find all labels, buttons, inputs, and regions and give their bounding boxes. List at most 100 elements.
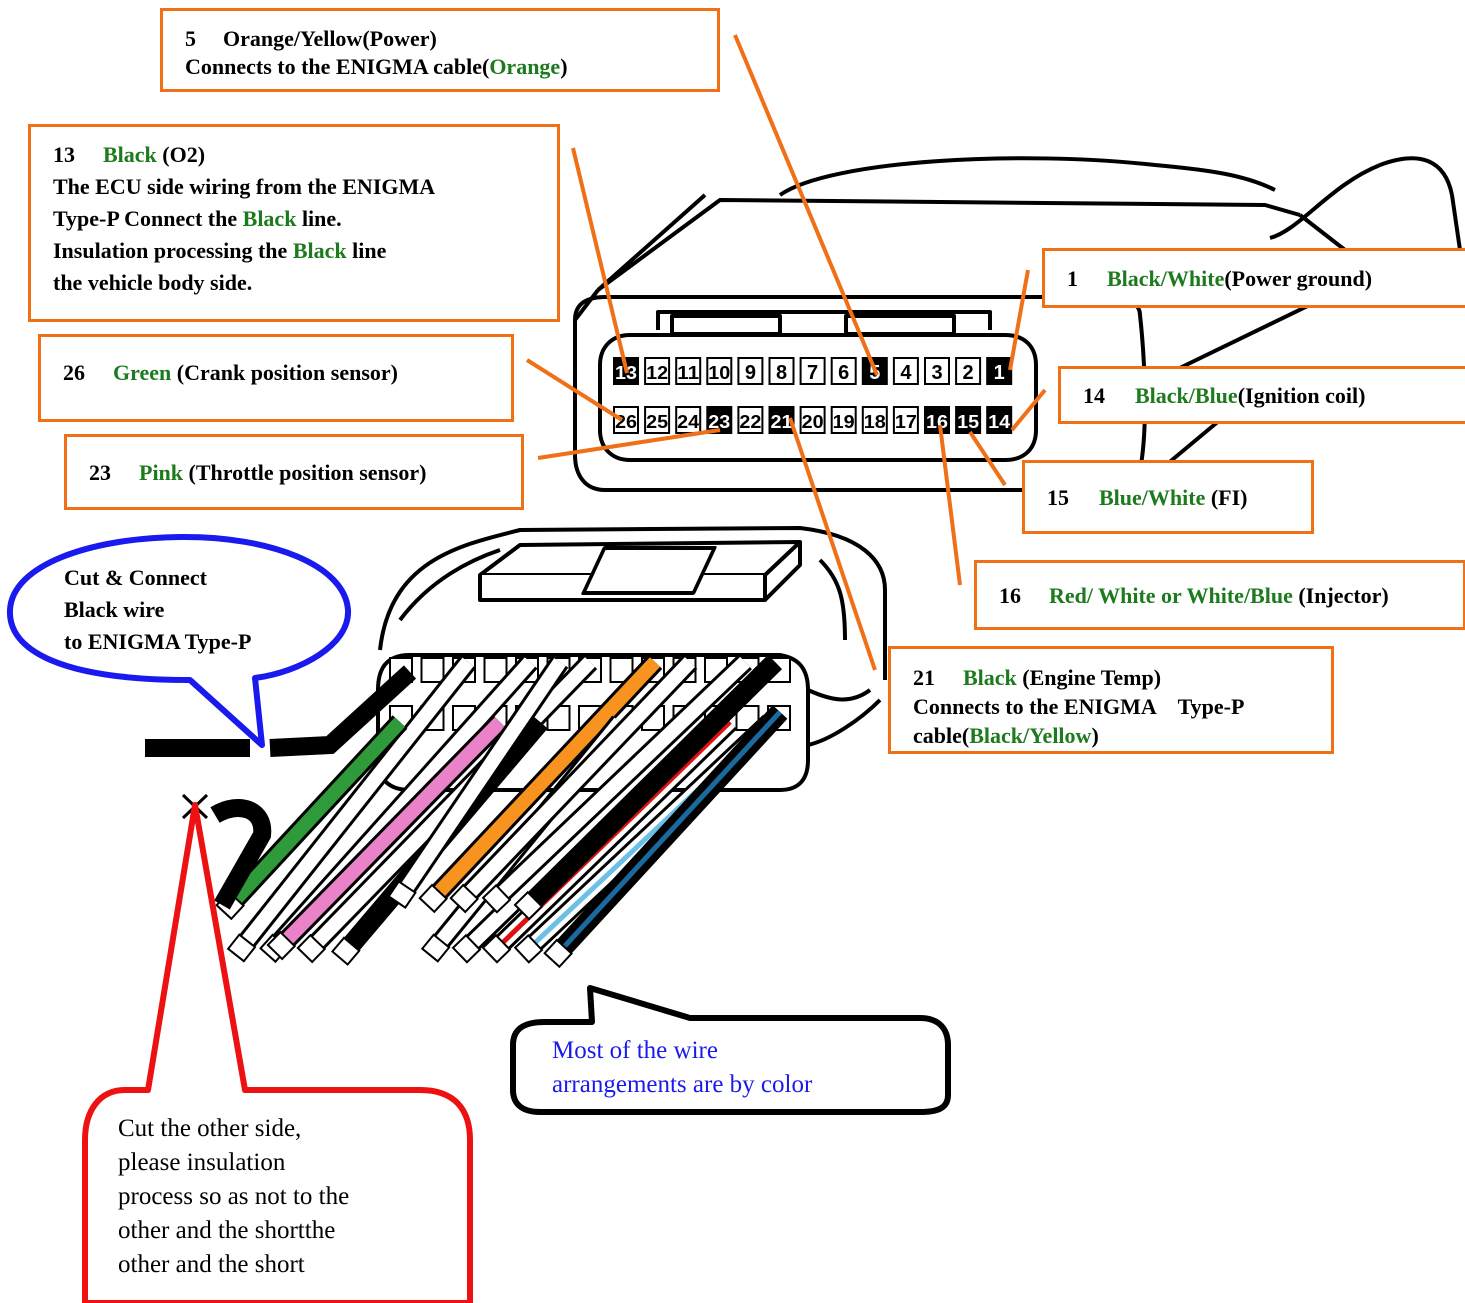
- pin-20: 20: [799, 406, 826, 434]
- pin-function: (Throttle position sensor): [183, 460, 427, 485]
- wire: [418, 655, 663, 914]
- pin-number: 14: [1083, 383, 1105, 408]
- harness-socket: [483, 657, 508, 683]
- pin-number: 16: [999, 583, 1021, 608]
- svg-text:23: 23: [708, 412, 730, 432]
- label-pin-21: 21 Black (Engine Temp) Connects to the EN…: [888, 646, 1334, 754]
- pin-function: (Crank position sensor): [171, 360, 398, 385]
- pin-desc-end: ): [1091, 723, 1099, 748]
- harness-socket: [420, 657, 445, 683]
- pin-number: 26: [63, 360, 85, 385]
- svg-text:16: 16: [926, 412, 948, 432]
- callout-line: arrangements are by color: [552, 1071, 813, 1098]
- pin-number: 21: [913, 665, 935, 690]
- callout-line: Black wire: [64, 597, 165, 622]
- svg-text:6: 6: [838, 362, 849, 384]
- wire-color: Green: [113, 360, 172, 385]
- blue-callout-text: Cut & Connect Black wire to ENIGMA Type-…: [64, 562, 251, 658]
- pin-function: (FI): [1205, 485, 1248, 510]
- callout-line: other and the shortthe: [118, 1217, 336, 1244]
- pin-desc-line: Connects to the ENIGMA Type-P: [913, 694, 1245, 719]
- wire: [226, 655, 476, 963]
- svg-text:3: 3: [931, 362, 942, 384]
- svg-text:4: 4: [900, 362, 912, 384]
- pin-14: 14: [986, 406, 1013, 434]
- svg-text:17: 17: [895, 412, 917, 432]
- pin-number: 13: [53, 142, 75, 167]
- svg-text:2: 2: [963, 362, 974, 384]
- harness-wires: [215, 654, 788, 969]
- wire-color: Black: [963, 665, 1017, 690]
- svg-text:18: 18: [864, 412, 886, 432]
- pin-function: (Power ground): [1224, 266, 1373, 291]
- pin-18: 18: [861, 406, 888, 434]
- wire: [543, 705, 788, 969]
- pin-function: (Ignition coil): [1237, 383, 1366, 408]
- pin-22: 22: [737, 406, 764, 434]
- wire: [266, 715, 508, 961]
- pin-15: 15: [955, 406, 982, 434]
- black-callout-text: Most of the wire arrangements are by col…: [552, 1034, 812, 1102]
- pin-number: 5: [185, 26, 196, 51]
- label-pin-5: 5 Orange/Yellow(Power) Connects to the EN…: [160, 8, 720, 92]
- pin-desc: Insulation processing the: [53, 238, 293, 263]
- callout-line: Cut the other side,: [118, 1115, 302, 1142]
- svg-text:15: 15: [957, 412, 979, 432]
- svg-text:19: 19: [833, 412, 855, 432]
- wire-color: Pink: [139, 460, 184, 485]
- svg-text:7: 7: [807, 362, 818, 384]
- wire: [451, 714, 707, 964]
- blue-callout-bubble: [6, 533, 352, 748]
- svg-text:21: 21: [771, 412, 793, 432]
- pin-24: 24: [675, 406, 702, 434]
- pin-17: 17: [892, 406, 919, 434]
- pin-desc: Connects to the ENIGMA cable(: [185, 54, 490, 79]
- svg-text:20: 20: [802, 412, 824, 432]
- callout-line: to ENIGMA Type-P: [64, 629, 252, 654]
- pin-25: 25: [644, 406, 671, 434]
- wire-color: Red/ White or White/Blue: [1049, 583, 1293, 608]
- pin-19: 19: [830, 406, 857, 434]
- wire-color: Black/Yellow: [969, 723, 1092, 748]
- pin-1: 1: [986, 357, 1013, 385]
- label-pin-14: 14 Black/Blue(Ignition coil): [1058, 366, 1465, 424]
- label-pin-26: 26 Green (Crank position sensor): [38, 334, 514, 422]
- wire: [449, 655, 698, 914]
- wire: [513, 654, 783, 921]
- svg-text:9: 9: [745, 362, 756, 384]
- svg-text:12: 12: [646, 363, 668, 383]
- svg-text:22: 22: [739, 412, 761, 432]
- harness-socket: [609, 657, 634, 683]
- cut-black-wire: [145, 665, 417, 910]
- svg-text:11: 11: [677, 363, 699, 383]
- label-pin-16: 16 Red/ White or White/Blue (Injector): [974, 560, 1465, 630]
- wire-color: Black/Blue: [1135, 383, 1238, 408]
- pin-9: 9: [737, 357, 764, 385]
- svg-text:8: 8: [776, 362, 787, 384]
- wire-color: Blue/White: [1099, 485, 1206, 510]
- wire-color: Orange: [489, 54, 561, 79]
- svg-text:24: 24: [677, 412, 699, 432]
- pin-function: (O2): [156, 142, 206, 167]
- pin-function: (Injector): [1292, 583, 1389, 608]
- pin-10: 10: [706, 357, 733, 385]
- svg-text:10: 10: [708, 363, 730, 383]
- svg-text:26: 26: [615, 412, 637, 432]
- pin-name: Orange/Yellow(Power): [223, 26, 437, 51]
- svg-text:14: 14: [988, 412, 1010, 432]
- red-callout-bubble: [82, 802, 473, 1303]
- pin-desc-end: ): [560, 54, 568, 79]
- pin-6: 6: [830, 357, 857, 385]
- wire-color: Black: [242, 206, 297, 231]
- pin-function: (Engine Temp): [1016, 665, 1162, 690]
- pin-7: 7: [799, 357, 826, 385]
- pin-16: 16: [924, 406, 950, 434]
- wire: [387, 656, 569, 910]
- pin-desc-end: line: [346, 238, 387, 263]
